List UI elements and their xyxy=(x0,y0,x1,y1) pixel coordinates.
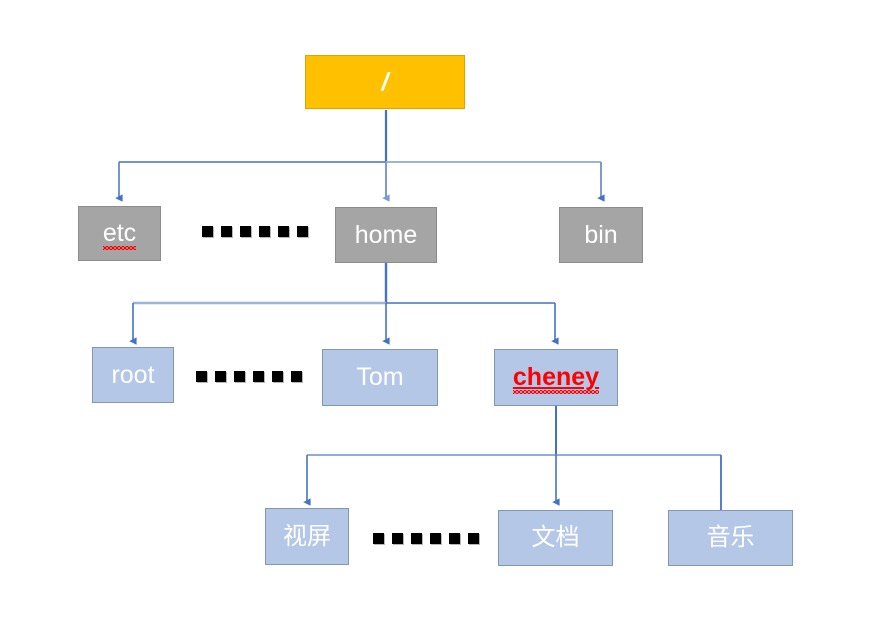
ellipsis-dot xyxy=(449,533,460,544)
ellipsis-dot xyxy=(373,533,384,544)
ellipsis-dot xyxy=(196,371,207,382)
node-root-user-label: root xyxy=(111,360,155,389)
node-docs[interactable]: 文档 xyxy=(498,510,613,566)
ellipsis-dot xyxy=(468,533,479,544)
node-tom[interactable]: Tom xyxy=(322,349,438,406)
ellipsis-dot xyxy=(297,226,308,237)
ellipsis-dot xyxy=(215,371,226,382)
node-root-user[interactable]: root xyxy=(92,347,174,403)
node-root-label: / xyxy=(381,67,389,96)
node-home-label: home xyxy=(354,220,418,249)
ellipsis-dot xyxy=(221,226,232,237)
ellipsis-dot xyxy=(392,533,403,544)
node-home[interactable]: home xyxy=(335,207,437,263)
ellipsis-level2 xyxy=(202,226,308,237)
ellipsis-dot xyxy=(234,371,245,382)
node-root[interactable]: / xyxy=(305,55,465,109)
ellipsis-dot xyxy=(202,226,213,237)
ellipsis-dot xyxy=(240,226,251,237)
node-cheney[interactable]: cheney xyxy=(494,349,618,406)
ellipsis-dot xyxy=(411,533,422,544)
ellipsis-dot xyxy=(278,226,289,237)
node-video-label: 视屏 xyxy=(283,522,331,550)
ellipsis-dot xyxy=(430,533,441,544)
ellipsis-level3 xyxy=(196,371,302,382)
node-tom-label: Tom xyxy=(356,363,404,392)
ellipsis-level4 xyxy=(373,533,479,544)
node-music-label: 音乐 xyxy=(706,524,755,552)
ellipsis-dot xyxy=(291,371,302,382)
node-etc-label: etc xyxy=(102,219,137,250)
node-bin-label: bin xyxy=(584,220,618,249)
ellipsis-dot xyxy=(259,226,270,237)
node-video[interactable]: 视屏 xyxy=(265,508,349,565)
node-docs-label: 文档 xyxy=(531,524,580,552)
node-bin[interactable]: bin xyxy=(559,207,643,263)
node-cheney-label: cheney xyxy=(512,363,600,394)
ellipsis-dot xyxy=(272,371,283,382)
ellipsis-dot xyxy=(253,371,264,382)
node-music[interactable]: 音乐 xyxy=(668,510,793,566)
node-etc[interactable]: etc xyxy=(78,206,161,261)
